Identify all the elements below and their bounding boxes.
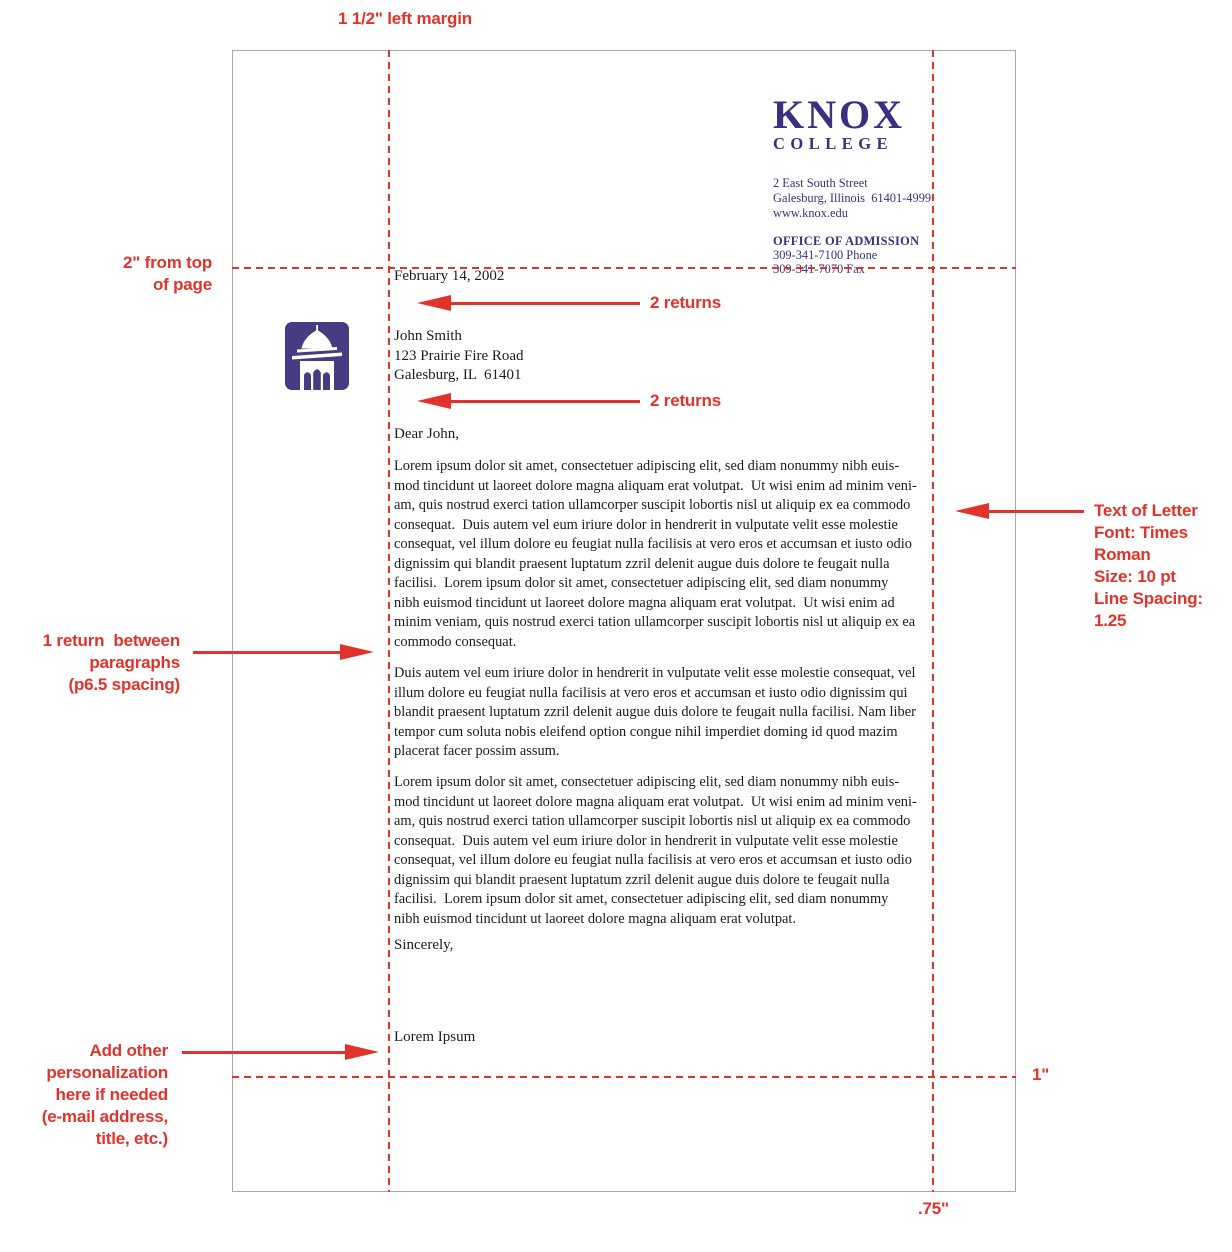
knox-tower-icon <box>285 322 349 390</box>
letter-signature: Lorem Ipsum <box>394 1029 476 1045</box>
personalization-arrow-shaft <box>182 1051 348 1054</box>
returns-arrow-2-head <box>417 393 451 409</box>
left-margin-label: 1 1/2" left margin <box>338 9 472 28</box>
returns-arrow-1-head <box>417 295 451 311</box>
returns-label-2: 2 returns <box>650 391 721 410</box>
right-margin-guide <box>932 50 934 1192</box>
letter-closing: Sincerely, <box>394 937 454 953</box>
letter-page: KNOX COLLEGE 2 East South Street Galesbu… <box>232 50 1016 1192</box>
returns-label-1: 2 returns <box>650 293 721 312</box>
knox-wordmark: KNOX <box>773 92 905 137</box>
letter-paragraph-1: Lorem ipsum dolor sit amet, consectetuer… <box>394 458 917 650</box>
letter-salutation: Dear John, <box>394 426 459 442</box>
letterhead-office: OFFICE OF ADMISSION <box>773 234 920 248</box>
bottom-margin-label: 1" <box>1032 1065 1050 1084</box>
letter-paragraph-3: Lorem ipsum dolor sit amet, consectetuer… <box>394 774 917 927</box>
paragraph-spacing-arrow-shaft <box>193 651 345 654</box>
letter-recipient: John Smith 123 Prairie Fire Road Galesbu… <box>394 328 524 383</box>
top-margin-label: 2" from top of page <box>123 253 212 294</box>
top-margin-guide <box>232 267 1016 269</box>
returns-arrow-1-shaft <box>440 302 640 305</box>
right-margin-label: .75" <box>918 1199 949 1218</box>
text-of-letter-arrow-head <box>955 503 989 519</box>
text-of-letter-arrow-shaft <box>980 510 1084 513</box>
paragraph-spacing-arrow-head <box>340 644 374 660</box>
letter-paragraph-2: Duis autem vel eum iriure dolor in hendr… <box>394 665 916 759</box>
letterhead-fax: 309-341-7070 Fax <box>773 262 931 277</box>
personalization-label: Add other personalization here if needed… <box>41 1041 168 1148</box>
letterhead-phone: 309-341-7100 Phone <box>773 248 878 262</box>
letterhead-address: 2 East South Street Galesburg, Illinois … <box>773 176 932 220</box>
letter-date: February 14, 2002 <box>394 268 505 284</box>
personalization-arrow-head <box>345 1044 379 1060</box>
bottom-margin-guide <box>232 1076 1016 1078</box>
paragraph-spacing-label: 1 return between paragraphs (p6.5 spacin… <box>42 631 181 694</box>
left-margin-guide <box>388 50 390 1192</box>
letterhead: KNOX COLLEGE 2 East South Street Galesbu… <box>773 92 932 277</box>
returns-arrow-2-shaft <box>440 400 640 403</box>
text-of-letter-label: Text of Letter Font: Times Roman Size: 1… <box>1094 501 1203 630</box>
college-wordmark: COLLEGE <box>773 134 894 153</box>
